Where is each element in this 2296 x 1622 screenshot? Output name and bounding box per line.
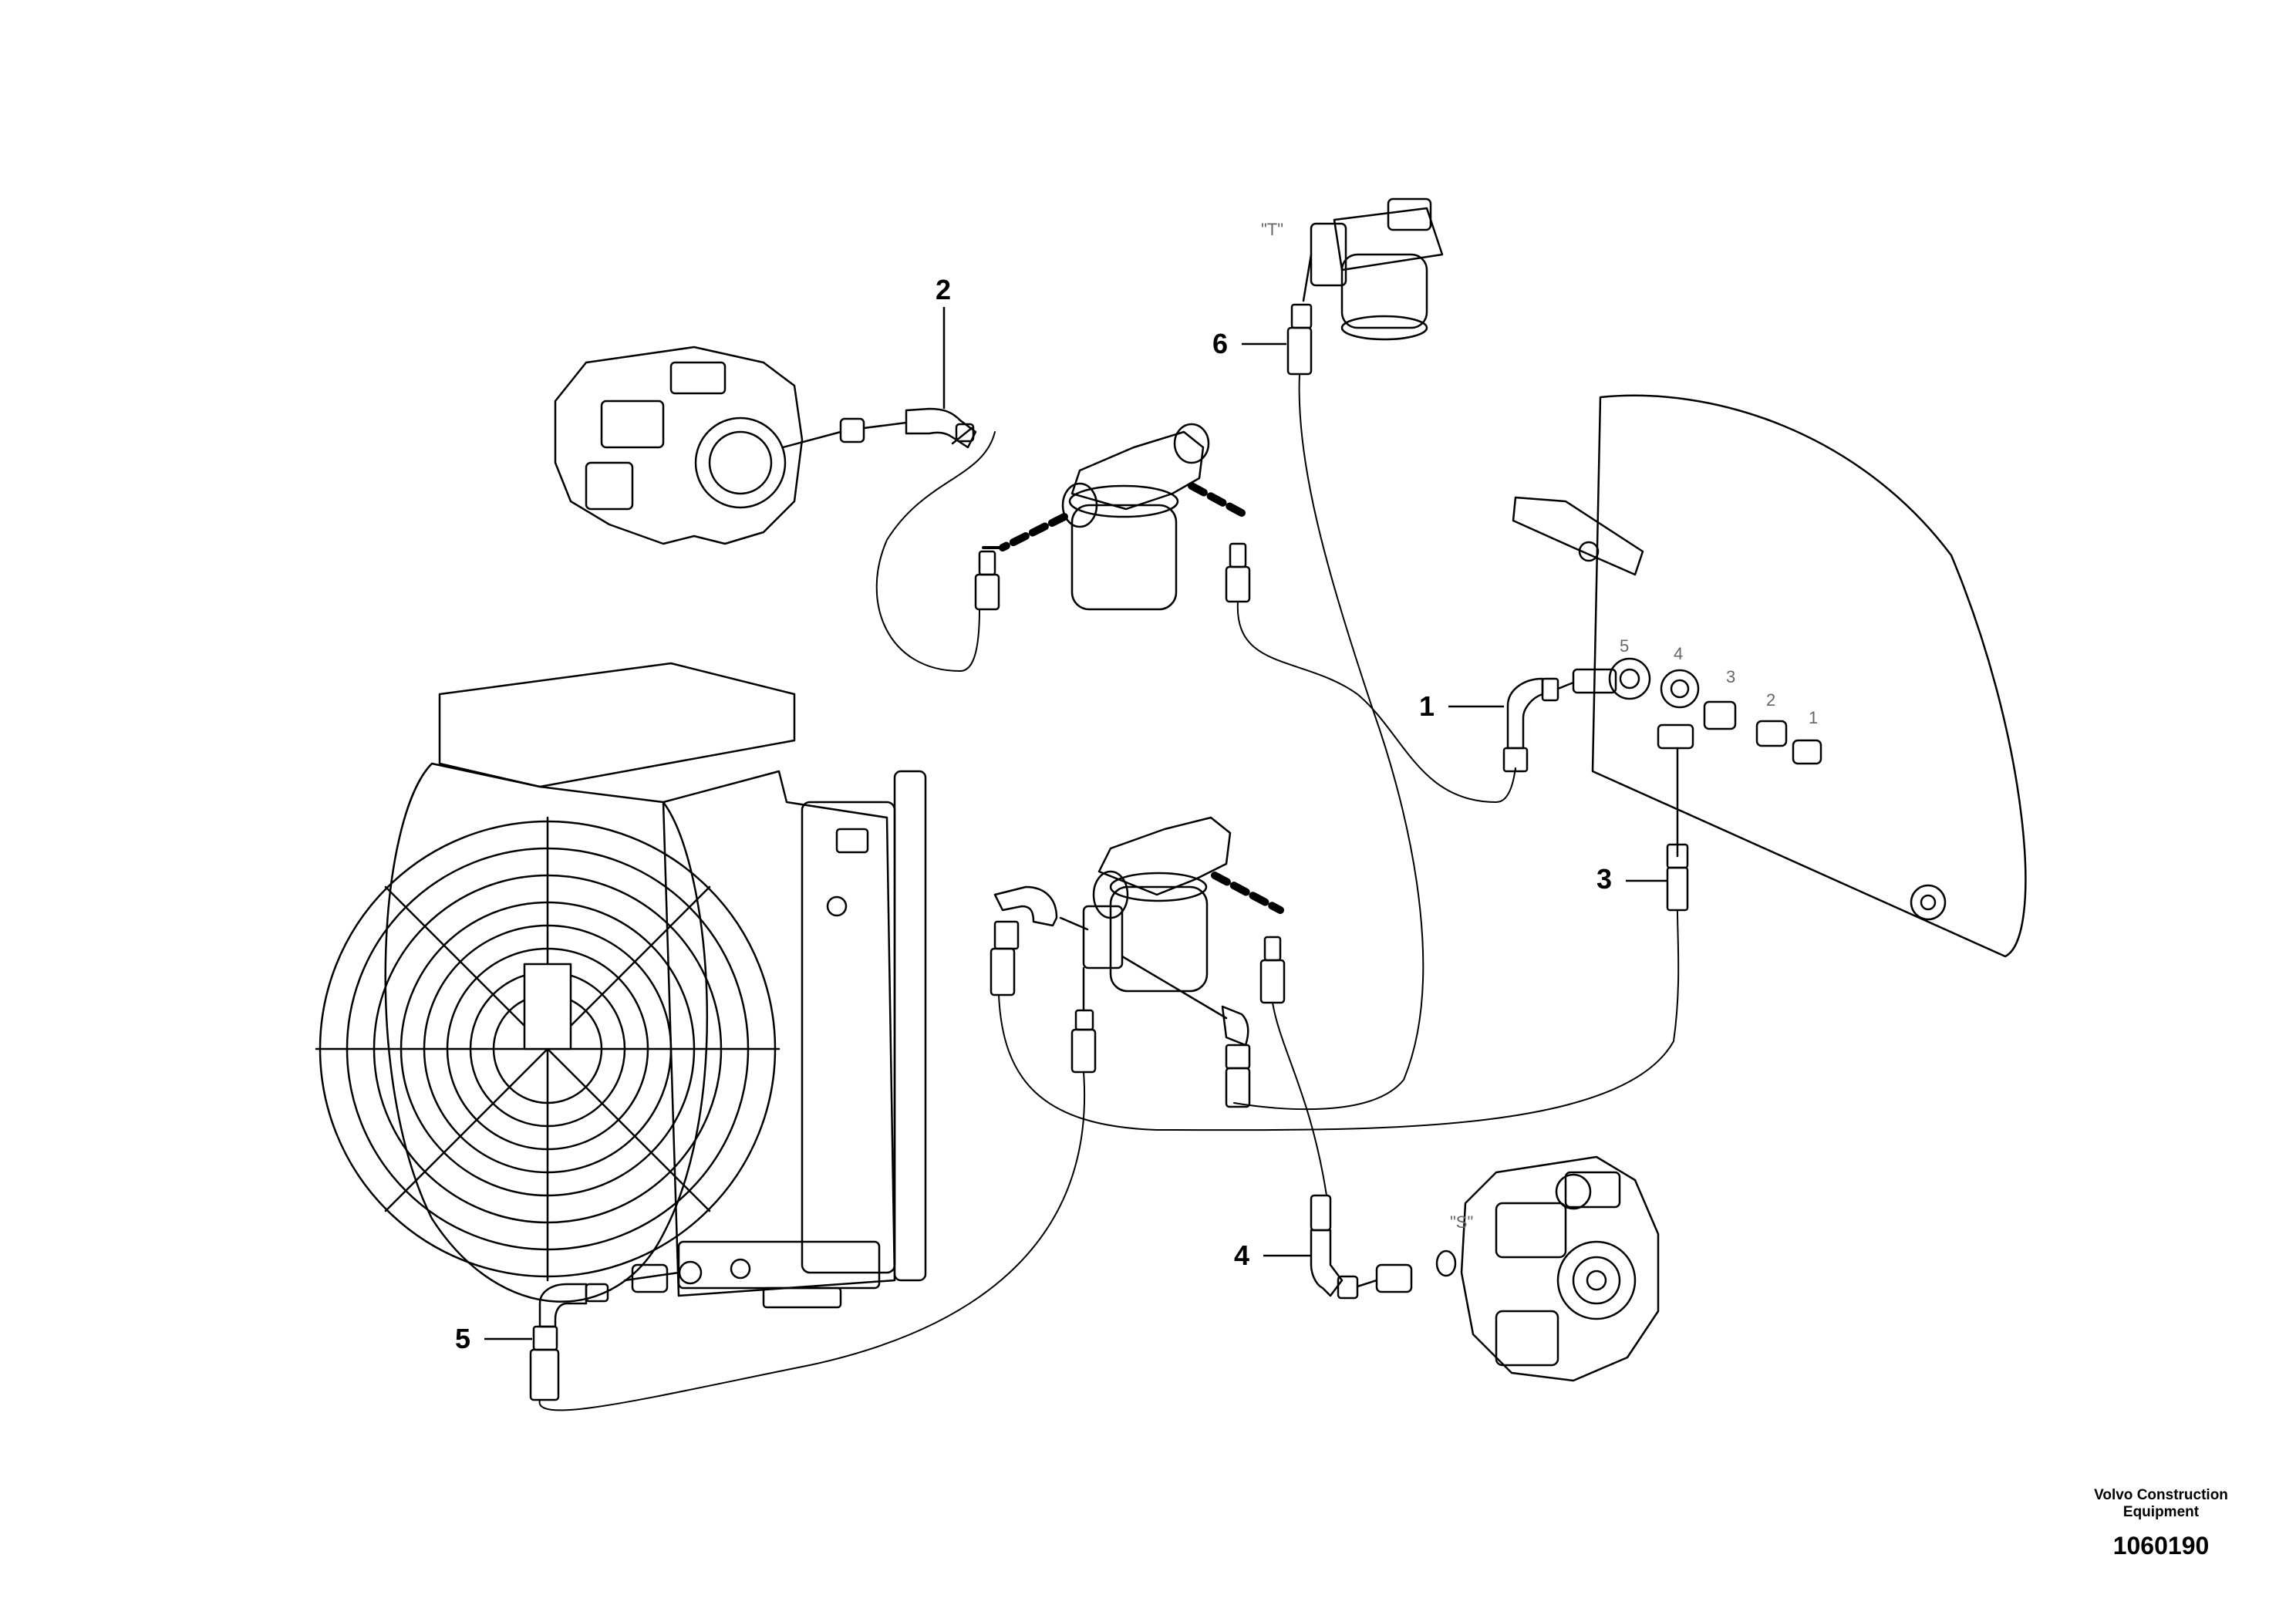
bulkhead-panel xyxy=(1512,394,2027,958)
valve-t xyxy=(1286,197,1444,376)
upper-filter xyxy=(974,423,1251,611)
middle-filter xyxy=(990,816,1286,1108)
callout-4: 4 xyxy=(1234,1239,1311,1271)
callout-6: 6 xyxy=(1212,328,1286,359)
callout-5: 5 xyxy=(455,1323,532,1354)
callout-number: 6 xyxy=(1212,328,1228,359)
fitting-2 xyxy=(905,407,977,449)
callout-3: 3 xyxy=(1596,863,1667,895)
callout-number: 4 xyxy=(1234,1239,1249,1271)
document-number: 1060190 xyxy=(2112,1532,2210,1560)
port-label-4: 4 xyxy=(1674,644,1683,663)
marker-t: "T" xyxy=(1261,220,1283,239)
upper-left-pump xyxy=(554,346,908,545)
port-label-5: 5 xyxy=(1620,636,1629,656)
callout-number: 3 xyxy=(1596,863,1612,895)
footer: Volvo Construction Equipment 1060190 xyxy=(2088,1487,2234,1560)
port-label-2: 2 xyxy=(1766,690,1775,710)
oil-cooler-fan xyxy=(315,662,927,1309)
lower-pump xyxy=(1460,1155,1660,1382)
callout-1: 1 xyxy=(1419,690,1504,722)
callout-number: 2 xyxy=(936,274,951,305)
fitting-1 xyxy=(1502,668,1617,773)
port-label-3: 3 xyxy=(1726,667,1735,686)
callout-2: 2 xyxy=(936,274,951,409)
fitting-3 xyxy=(1657,723,1694,912)
port-label-1: 1 xyxy=(1809,708,1818,727)
callout-number: 5 xyxy=(455,1323,470,1354)
hoses xyxy=(538,373,1680,1411)
callout-number: 1 xyxy=(1419,690,1435,722)
fitting-4 xyxy=(1310,1194,1457,1300)
brand-name: Volvo Construction Equipment xyxy=(2094,1487,2228,1520)
marker-s: "S" xyxy=(1450,1212,1473,1232)
fitting-5 xyxy=(529,1263,680,1401)
